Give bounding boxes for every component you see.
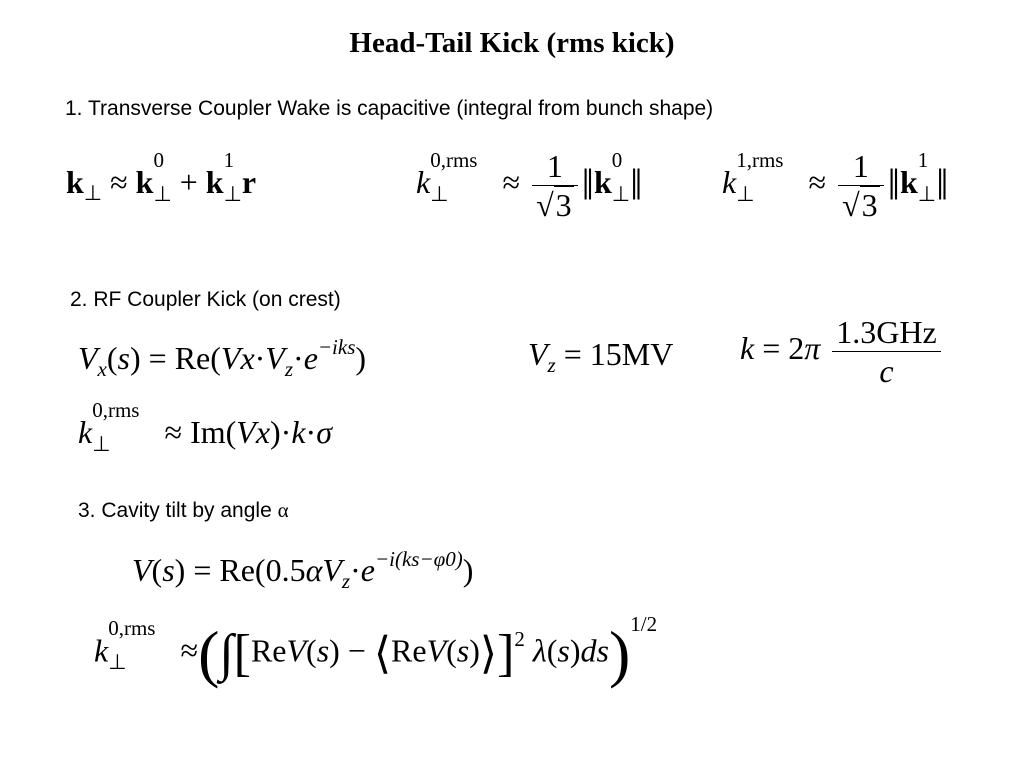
section-3-heading: 3. Cavity tilt by angle α [78,498,289,522]
alpha-symbol: α [277,498,289,522]
section-1-heading: 1. Transverse Coupler Wake is capacitive… [65,97,714,120]
equation-vx: Vx(s) = Re(Vx·Vz·e−iks) [78,335,367,381]
slide-title: Head-Tail Kick (rms kick) [349,27,675,59]
equation-tilt-v: V(s) = Re(0.5αVz·e−i(ks−φ0)) [132,547,474,593]
equation-vz: Vz = 15MV [528,336,674,377]
section-2-heading: 2. RF Coupler Kick (on crest) [70,288,341,311]
